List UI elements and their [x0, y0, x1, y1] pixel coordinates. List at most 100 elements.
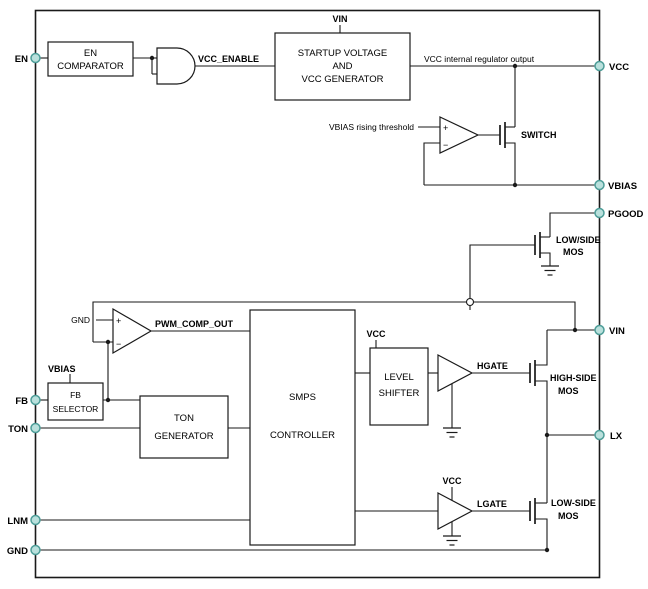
and-gate-shape	[156, 47, 196, 85]
pin-ton-circle	[30, 422, 41, 434]
pin-vbias: VBIAS	[594, 179, 637, 192]
wire-crossing-circle	[465, 297, 475, 307]
junction-dot	[512, 182, 518, 188]
pin-lx-label: LX	[610, 431, 623, 442]
wire-feedback	[92, 301, 576, 342]
pin-vbias-label: VBIAS	[608, 181, 637, 192]
pin-fb-label: FB	[15, 396, 28, 407]
block-ton-generator: TON GENERATOR	[139, 395, 229, 459]
lgate-label: LGATE	[477, 499, 507, 509]
startup-generator-label-1: STARTUP VOLTAGE	[298, 48, 387, 59]
pin-en: EN	[15, 52, 41, 65]
wire-pgood-gate	[469, 244, 535, 310]
wire-hs-drain	[535, 330, 548, 366]
wire-pgood	[549, 212, 596, 237]
pin-ton: TON	[8, 422, 41, 435]
pin-en-label: EN	[15, 54, 28, 65]
startup-generator-box	[274, 32, 411, 101]
pin-vcc: VCC	[594, 60, 629, 73]
high-side-mos-label-1: HIGH-SIDE	[550, 373, 597, 383]
junction-dot	[544, 547, 550, 553]
pin-vin-label: VIN	[609, 326, 625, 337]
pin-pgood: PGOOD	[594, 207, 644, 220]
vin-top-label: VIN	[332, 14, 347, 24]
lgate-driver	[437, 492, 474, 530]
junction-dot	[544, 432, 550, 438]
pin-lnm-circle	[30, 514, 41, 526]
minus-sign: −	[443, 140, 448, 150]
startup-generator-label-2: AND	[332, 61, 352, 72]
switch-label: SWITCH	[521, 130, 557, 140]
smps-controller-label-2: CONTROLLER	[270, 430, 335, 441]
ton-generator-label-1: TON	[174, 413, 194, 424]
vbias-comparator-triangle	[439, 116, 480, 154]
pin-en-circle	[30, 52, 41, 64]
ground-symbol-lgate-driver	[443, 535, 461, 546]
ground-symbol-pgood	[541, 265, 559, 276]
block-level-shifter: LEVEL SHIFTER	[369, 347, 429, 426]
vbias-comparator: + −	[439, 116, 480, 154]
vcc-level-shifter-label: VCC	[366, 329, 386, 339]
junction-dot	[512, 63, 518, 69]
wiring	[39, 25, 596, 551]
pin-vin: VIN	[594, 324, 625, 337]
wire-pgood-source	[540, 252, 551, 266]
pin-lx-circle	[594, 429, 605, 441]
wire-vbias-comp-minus	[423, 142, 440, 185]
high-side-mosfet	[529, 360, 536, 386]
and-gate	[156, 47, 196, 85]
ic-boundary	[34, 9, 601, 579]
level-shifter-label-2: SHIFTER	[379, 388, 420, 399]
pwm-comparator-triangle	[112, 307, 153, 355]
en-comparator-label-2: COMPARATOR	[57, 61, 124, 72]
level-shifter-label-1: LEVEL	[384, 372, 414, 383]
block-startup-generator: STARTUP VOLTAGE AND VCC GENERATOR	[274, 32, 411, 101]
hgate-label: HGATE	[477, 361, 508, 371]
ground-symbol-hgate-driver	[443, 427, 461, 438]
signal-labels: VCC_ENABLE VCC internal regulator output…	[48, 54, 601, 521]
plus-sign: +	[443, 123, 448, 133]
junction-dot	[149, 55, 155, 61]
ton-generator-box	[139, 395, 229, 459]
lgate-driver-triangle	[437, 492, 474, 530]
vin-top-label-group: VIN	[332, 14, 347, 24]
fb-selector-label-2: SELECTOR	[53, 404, 99, 414]
low-side-mos-label-2: MOS	[558, 511, 579, 521]
pin-pgood-label: PGOOD	[608, 209, 644, 220]
junction-dot	[105, 339, 111, 345]
block-smps-controller: SMPS CONTROLLER	[249, 309, 356, 546]
pin-vcc-label: VCC	[609, 62, 629, 73]
high-side-mos-label-2: MOS	[558, 386, 579, 396]
en-comparator-label-1: EN	[84, 48, 97, 59]
plus-sign: +	[116, 316, 121, 326]
pgood-mos-label-1: LOW/SIDE	[556, 235, 601, 245]
pin-gnd-label: GND	[7, 546, 28, 557]
pin-vbias-circle	[594, 179, 605, 191]
pin-vcc-circle	[594, 60, 605, 72]
vbias-fb-label: VBIAS	[48, 364, 76, 374]
block-en-comparator: EN COMPARATOR	[47, 41, 134, 77]
switch-mosfet	[499, 122, 506, 148]
pgood-mosfet	[534, 232, 541, 258]
vcc-enable-label: VCC_ENABLE	[198, 54, 259, 64]
pin-lx: LX	[594, 429, 623, 442]
pwm-comp-out-label: PWM_COMP_OUT	[155, 319, 234, 329]
low-side-mos-label-1: LOW-SIDE	[551, 498, 596, 508]
startup-generator-label-3: VCC GENERATOR	[302, 74, 384, 85]
pin-gnd-circle	[30, 544, 41, 556]
pin-lnm-label: LNM	[7, 516, 28, 527]
junction-dots	[105, 55, 578, 553]
wire-hs-source	[535, 380, 548, 435]
ton-generator-label-2: GENERATOR	[154, 431, 213, 442]
pin-fb: FB	[15, 394, 41, 407]
hgate-driver	[437, 354, 474, 392]
pin-ton-label: TON	[8, 424, 28, 435]
wire-switch-source	[505, 142, 516, 185]
pin-pgood-circle	[594, 207, 605, 219]
gnd-input-label: GND	[71, 315, 90, 325]
fb-selector-label-1: FB	[70, 390, 81, 400]
vcc-internal-regulator-label: VCC internal regulator output	[424, 54, 535, 64]
vbias-rising-threshold-label: VBIAS rising threshold	[329, 122, 414, 132]
